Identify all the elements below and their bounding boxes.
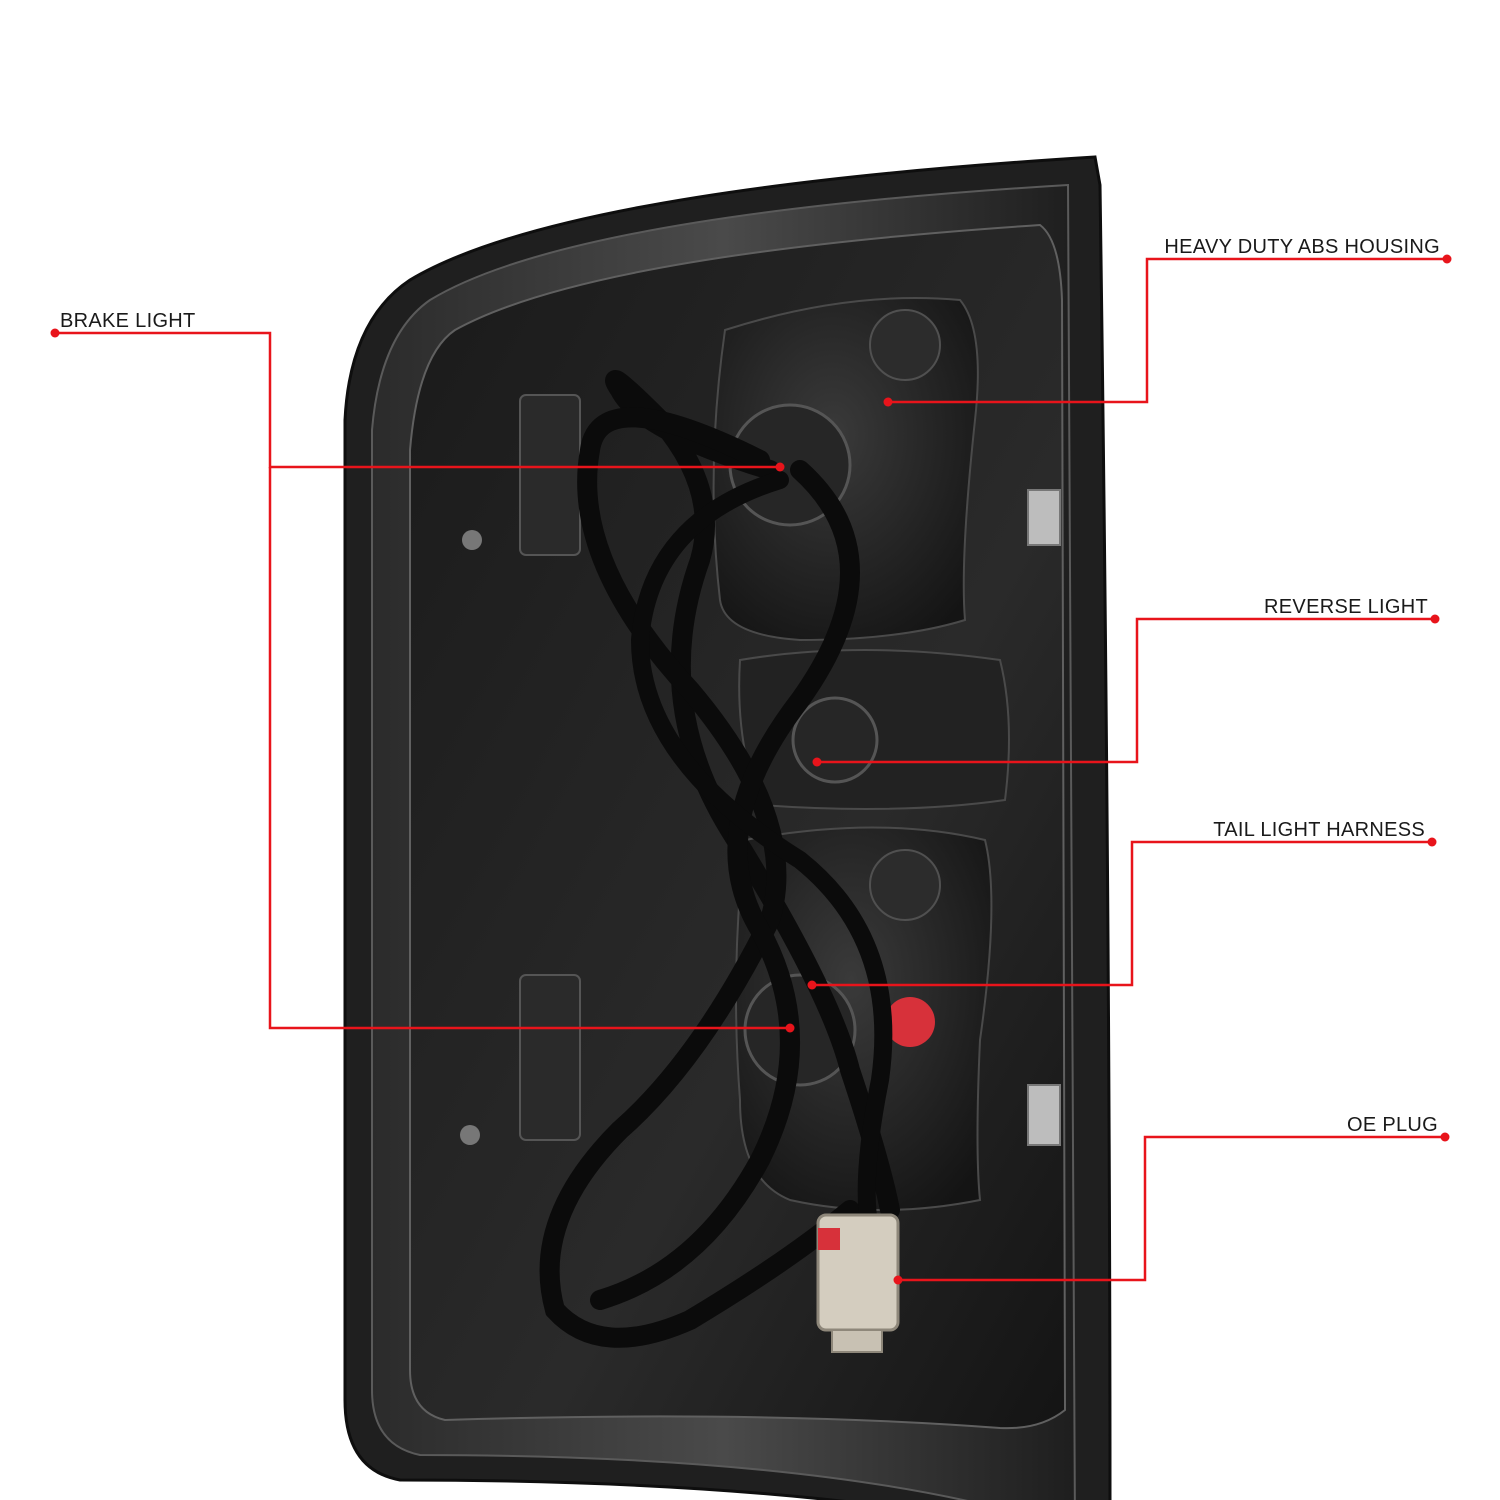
label-oe-plug: OE PLUG xyxy=(1346,1114,1438,1136)
vent-dome-lower xyxy=(869,849,941,921)
dot-oe-plug-target xyxy=(893,1275,903,1285)
dot-brake-light-label xyxy=(50,328,60,338)
vent-dome-upper xyxy=(869,309,941,381)
red-sticker xyxy=(885,997,935,1047)
callout-leaders xyxy=(55,257,1447,1282)
mount-stud-lower xyxy=(460,1125,480,1145)
mount-tab-lower xyxy=(519,974,581,1141)
dot-abs-housing-target xyxy=(883,397,893,407)
leader-brake-light-lower xyxy=(268,467,790,1030)
dot-brake-light-upper xyxy=(775,462,785,472)
dot-oe-plug-label xyxy=(1440,1132,1450,1142)
metal-clip-upper xyxy=(1027,489,1061,546)
mount-tab-upper xyxy=(519,394,581,556)
label-tail-light-harness: TAIL LIGHT HARNESS xyxy=(1213,819,1425,841)
leader-brake-light xyxy=(55,331,780,469)
oe-plug-pins xyxy=(831,1329,883,1353)
dot-harness-label xyxy=(1427,837,1437,847)
mount-stud-upper xyxy=(462,530,482,550)
leader-reverse-light xyxy=(817,617,1435,764)
dot-abs-housing-label xyxy=(1442,254,1452,264)
leader-abs-housing xyxy=(888,257,1447,404)
leader-tail-light-harness xyxy=(812,840,1432,987)
lower-lamp-bulge xyxy=(735,826,993,1211)
wiring-harness xyxy=(539,370,900,1348)
metal-clip-lower xyxy=(1027,1084,1061,1146)
label-brake-light: BRAKE LIGHT xyxy=(60,310,196,332)
oe-plug-latch xyxy=(818,1228,840,1250)
dot-harness-target xyxy=(807,980,817,990)
callout-dots xyxy=(50,254,1452,1285)
reverse-socket xyxy=(791,696,879,784)
leader-oe-plug xyxy=(898,1135,1445,1282)
dot-reverse-label xyxy=(1430,614,1440,624)
label-reverse-light: REVERSE LIGHT xyxy=(1264,596,1428,618)
dot-reverse-target xyxy=(812,757,822,767)
label-heavy-duty-abs-housing: HEAVY DUTY ABS HOUSING xyxy=(1164,236,1440,258)
dot-brake-light-lower xyxy=(785,1023,795,1033)
